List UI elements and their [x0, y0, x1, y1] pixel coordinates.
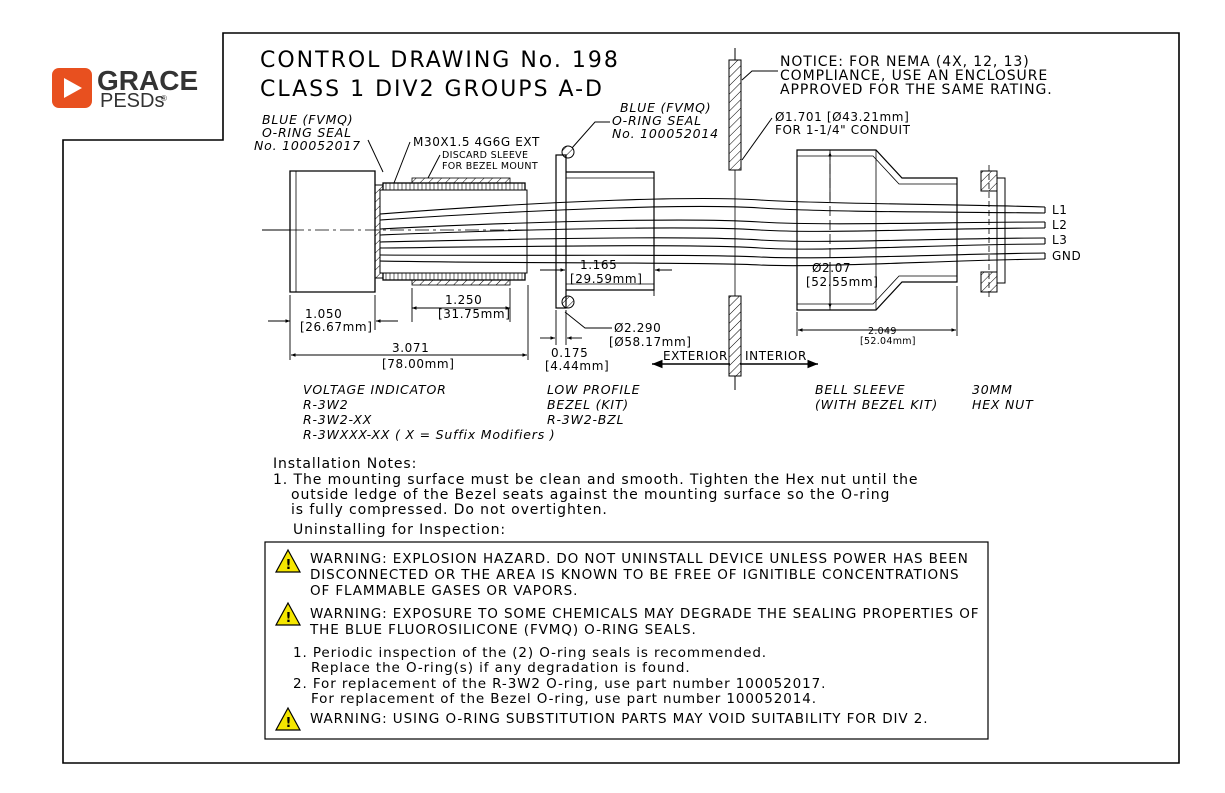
conduit-size-label: FOR 1-1/4" CONDUIT [775, 123, 911, 137]
dim-6-mm: [4.44mm] [545, 359, 609, 373]
seal-left-label-3: No. 100052017 [254, 138, 361, 153]
bezel-label-3: R-3W2-BZL [547, 412, 624, 427]
dim-1-inches: 1.050 [305, 307, 342, 321]
install-note-line-3: is fully compressed. Do not overtighten. [291, 502, 608, 518]
wire-label-l3: L3 [1052, 233, 1068, 247]
interior-label: INTERIOR [745, 349, 807, 363]
seal-right-label-2: O-RING SEAL [612, 113, 702, 128]
warning-box [264, 541, 989, 740]
warning-2-line-2: THE BLUE FLUOROSILICONE (FVMQ) O-RING SE… [309, 622, 697, 638]
warning-icon: ! [274, 548, 302, 573]
dim-3-mm: [78.00mm] [382, 357, 455, 371]
dim-2-mm: [31.75mm] [438, 307, 511, 321]
dim-4-inches: 1.165 [580, 258, 617, 272]
uninstall-heading: Uninstalling for Inspection: [293, 522, 506, 538]
nut-label-2: HEX NUT [972, 397, 1034, 412]
svg-text:!: ! [286, 716, 292, 731]
sleeve-label-1: DISCARD SLEEVE [442, 150, 528, 161]
dim-3-inches: 3.071 [392, 341, 429, 355]
exterior-label: EXTERIOR [663, 349, 728, 363]
dim-6-inches: 0.175 [551, 346, 588, 360]
install-note-line-1: 1. The mounting surface must be clean an… [273, 472, 918, 488]
voltage-indicator-drawing [262, 170, 530, 293]
procedure-1-line-1: 1. Periodic inspection of the (2) O-ring… [293, 645, 767, 661]
thread-spec-label: M30X1.5 4G6G EXT [413, 135, 540, 149]
indicator-label-2: R-3W2 [303, 397, 348, 412]
logo-name-bottom: PESDs [100, 90, 164, 112]
dim-4-mm: [29.59mm] [570, 272, 643, 286]
bezel-label-2: BEZEL (KIT) [547, 397, 629, 412]
drawing-title: CONTROL DRAWING No. 198 [260, 48, 620, 73]
dim-8-inches: 2.049 [868, 326, 897, 337]
drawing-subtitle: CLASS 1 DIV2 GROUPS A-D [260, 77, 604, 102]
seal-left-label-2: O-RING SEAL [262, 125, 352, 140]
notice-line-2: COMPLIANCE, USE AN ENCLOSURE [780, 68, 1048, 84]
drawing-border [62, 32, 1180, 764]
hex-nut-drawing [980, 165, 1006, 300]
wire-label-l1: L1 [1052, 203, 1068, 217]
dim-2-inches: 1.250 [445, 293, 482, 307]
wire-bundle [379, 197, 1046, 267]
warning-1-line-1: WARNING: EXPLOSION HAZARD. DO NOT UNINST… [310, 551, 969, 567]
logo-name-top: GRACE [97, 65, 198, 96]
grace-logo: GRACE PESDs ® [52, 65, 198, 112]
sleeve-label-2: FOR BEZEL MOUNT [442, 161, 538, 172]
dim-7-inches: Ø2.07 [812, 261, 851, 275]
wire-label-gnd: GND [1052, 249, 1081, 263]
seal-right-label-1: BLUE (FVMQ) [620, 100, 711, 115]
dimension-lines [268, 152, 958, 360]
dim-5-inches: Ø2.290 [614, 321, 661, 335]
indicator-label-4: R-3WXXX-XX ( X = Suffix Modifiers ) [303, 427, 555, 442]
warning-1-line-2: DISCONNECTED OR THE AREA IS KNOWN TO BE … [310, 567, 960, 583]
bezel-drawing [555, 145, 655, 309]
warning-1-line-3: OF FLAMMABLE GASES OR VAPORS. [310, 583, 578, 599]
warning-2-line-1: WARNING: EXPOSURE TO SOME CHEMICALS MAY … [310, 606, 979, 622]
warning-3-line-1: WARNING: USING O-RING SUBSTITUTION PARTS… [310, 711, 928, 727]
procedure-2-line-1: 2. For replacement of the R-3W2 O-ring, … [293, 676, 826, 692]
sleeve-label-a: BELL SLEEVE [815, 382, 905, 397]
logo-registered: ® [161, 94, 167, 103]
svg-text:!: ! [286, 558, 292, 573]
dim-7-mm: [52.55mm] [806, 275, 879, 289]
bezel-label-1: LOW PROFILE [547, 382, 640, 397]
dim-1-mm: [26.67mm] [300, 320, 373, 334]
dim-8-mm: [52.04mm] [860, 336, 916, 347]
procedure-2-line-2: For replacement of the Bezel O-ring, use… [311, 691, 817, 707]
warning-icon: ! [274, 706, 302, 731]
seal-right-label-3: No. 100052014 [612, 126, 719, 141]
dim-5-mm: [Ø58.17mm] [609, 335, 692, 349]
seal-left-label-1: BLUE (FVMQ) [262, 112, 353, 127]
mounting-wall [728, 48, 742, 390]
nut-label-1: 30MM [972, 382, 1013, 397]
notice-line-3: APPROVED FOR THE SAME RATING. [780, 82, 1053, 98]
sleeve-label-b: (WITH BEZEL KIT) [815, 397, 938, 412]
svg-text:!: ! [286, 611, 292, 626]
install-notes-heading: Installation Notes: [273, 456, 417, 472]
wire-label-l2: L2 [1052, 218, 1068, 232]
indicator-label-1: VOLTAGE INDICATOR [303, 382, 447, 397]
notice-line-1: NOTICE: FOR NEMA (4X, 12, 13) [780, 54, 1030, 70]
indicator-label-3: R-3W2-XX [303, 412, 372, 427]
install-note-line-2: outside ledge of the Bezel seats against… [291, 487, 890, 503]
conduit-dim-label: Ø1.701 [Ø43.21mm] [775, 110, 909, 124]
warning-icon: ! [274, 601, 302, 626]
procedure-1-line-2: Replace the O-ring(s) if any degradation… [311, 660, 691, 676]
